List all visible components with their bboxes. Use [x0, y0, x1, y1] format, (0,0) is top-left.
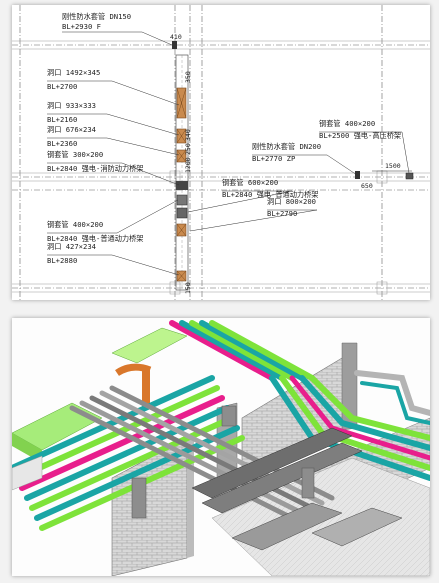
opening-5 — [176, 270, 187, 282]
annotation-2-line2: BL+2700 — [47, 82, 77, 91]
cable-trays — [191, 427, 403, 551]
annotation-6-line2: BL+2840 强电-普通动力桥架 — [47, 234, 143, 243]
annotation-8-line2: BL+2840 强电-普通动力桥架 — [222, 190, 318, 199]
left-platform — [12, 455, 43, 491]
annotation-11-line2: BL+2500 强电-高压桥架 — [319, 131, 401, 140]
annotation-11-line1: 钢套管 400×200 — [319, 119, 375, 128]
annotation-9-line2: BL+2790 — [267, 209, 297, 218]
dim-3: 340 — [184, 129, 192, 141]
annotation-3-line2: BL+2160 — [47, 115, 77, 124]
annotation-3-line1: 洞口 933×333 — [47, 101, 96, 110]
annotation-10-line1: 刚性防水套管 DN200 — [252, 142, 321, 151]
annotation-2-line1: 洞口 1492×345 — [47, 68, 100, 77]
annotation-9-line1: 洞口 800×200 — [267, 197, 316, 206]
annotation-4-line1: 洞口 676×234 — [47, 125, 96, 134]
dim-1: 410 — [170, 33, 182, 41]
annotation-7-line1: 洞口 427×234 — [47, 242, 96, 251]
opening-2 — [176, 128, 187, 144]
annotations: 刚性防水套管 DN150 BL+2930 F 洞口 1492×345 BL+27… — [47, 12, 401, 265]
bim-3d-model-panel — [12, 318, 430, 576]
dim-5: 1200 — [184, 157, 192, 173]
annotation-7-line2: BL+2880 — [47, 256, 77, 265]
dim-6: 1500 — [385, 162, 401, 170]
bim-3d-model — [12, 320, 430, 576]
steel-sleeves — [172, 41, 414, 219]
opening-3 — [176, 149, 187, 163]
wall-openings — [176, 87, 187, 282]
grid-lines — [12, 5, 430, 300]
opening-1 — [176, 87, 187, 119]
annotation-1-line2: BL+2930 F — [62, 22, 101, 31]
dim-2: 350 — [184, 71, 192, 83]
plan-drawing-panel: 410 350 340 250 1200 1500 650 150 刚性防水套管… — [12, 5, 430, 300]
dim-7: 650 — [361, 182, 373, 190]
annotation-5-line1: 钢套管 300×200 — [47, 150, 103, 159]
dim-8: 150 — [184, 282, 192, 294]
orange-riser — [115, 363, 152, 408]
annotation-8-line1: 钢套管 600×200 — [222, 178, 278, 187]
leader-lines — [47, 31, 410, 276]
annotation-4-line2: BL+2360 — [47, 139, 77, 148]
annotation-10-line2: BL+2770 ZP — [252, 154, 295, 163]
annotation-5-line2: BL+2840 强电-消防动力桥架 — [47, 164, 143, 173]
dim-4: 250 — [184, 143, 192, 155]
wall-outlines — [12, 40, 430, 295]
opening-4 — [176, 223, 187, 237]
annotation-6-line1: 钢套管 400×200 — [47, 220, 103, 229]
annotation-1-line1: 刚性防水套管 DN150 — [62, 12, 131, 21]
plan-drawing: 410 350 340 250 1200 1500 650 150 刚性防水套管… — [12, 5, 430, 300]
structural-columns — [131, 405, 315, 519]
